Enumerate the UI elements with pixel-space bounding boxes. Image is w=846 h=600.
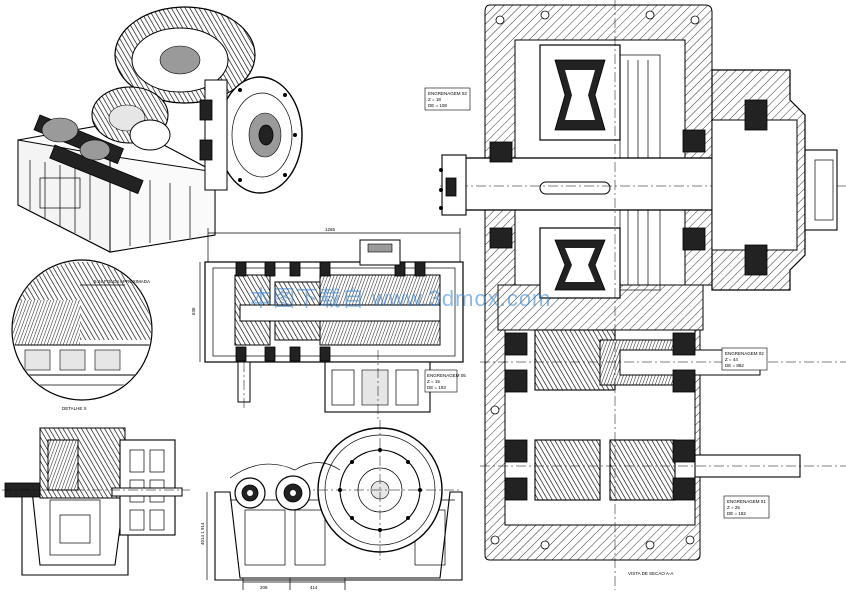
svg-text:ENGRENAGEM 01: ENGRENAGEM 01	[727, 499, 766, 504]
isometric-view	[17, 6, 303, 253]
svg-text:DE = 882: DE = 882	[725, 363, 744, 368]
dim-width: 1265	[325, 227, 336, 232]
note-engrenagem-02: ENGRENAGEM 02 Z = 44 DE = 882	[721, 347, 768, 371]
dim-side: 4014 1 914	[200, 522, 205, 545]
detail-note: 5.24 FOLGA APROXIMADA	[94, 279, 150, 284]
front-elevation: 206 414 4014 1 914	[200, 420, 463, 590]
iso-large-gear	[114, 6, 256, 104]
svg-text:ENGRENAGEM 03: ENGRENAGEM 03	[428, 91, 467, 96]
detail-caption: DETALHE X	[62, 406, 87, 411]
watermark: 本图下载自 www.3dmox.com	[250, 286, 551, 311]
note-engrenagem-05: ENGRENAGEM 05 Z = 15 DE = 193	[424, 369, 466, 393]
section-caption: VISTA DE SECAO A-A	[628, 571, 673, 576]
plan-view: 1265 636 ENGRENAGE	[191, 227, 466, 420]
svg-text:Z = 25: Z = 25	[727, 505, 740, 510]
svg-text:DE = 182: DE = 182	[727, 511, 746, 516]
dim-bottom-b: 414	[310, 585, 318, 590]
note-engrenagem-03: ENGRENAGEM 03 Z = 18 DE = 108	[424, 87, 471, 111]
section-view: ENGRENAGEM 03 Z = 18 DE = 108 ENGRENAGEM…	[424, 0, 846, 590]
iso-shafts	[33, 114, 171, 195]
svg-text:ENGRENAGEM 02: ENGRENAGEM 02	[725, 351, 764, 356]
dim-height: 636	[191, 307, 196, 315]
svg-text:DE = 193: DE = 193	[427, 385, 446, 390]
svg-text:Z = 15: Z = 15	[427, 379, 440, 384]
detail-x: 5.24 FOLGA APROXIMADA DETALHE X	[11, 259, 153, 411]
side-elevation	[2, 427, 190, 576]
svg-text:Z = 44: Z = 44	[725, 357, 738, 362]
iso-coupling	[199, 76, 303, 194]
svg-text:ENGRENAGEM 05: ENGRENAGEM 05	[427, 373, 466, 378]
svg-text:Z = 18: Z = 18	[428, 97, 441, 102]
dim-bottom-a: 206	[260, 585, 268, 590]
svg-text:DE = 108: DE = 108	[428, 103, 447, 108]
note-engrenagem-01: ENGRENAGEM 01 Z = 25 DE = 182	[723, 495, 770, 519]
